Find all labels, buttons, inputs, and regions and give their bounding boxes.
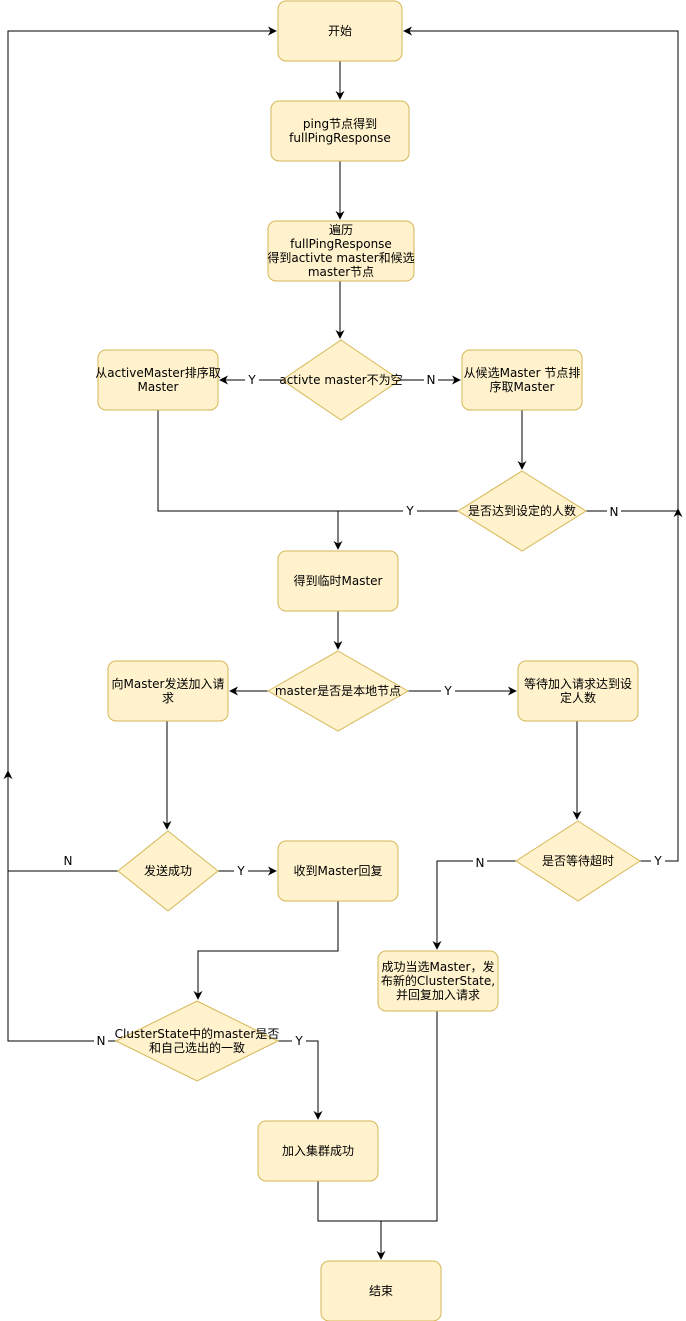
- edge-label-local-yes-bg: [441, 683, 455, 699]
- edge-label-send-ok-yes: Y: [236, 864, 245, 878]
- node-cond-send-ok-label-0: 发送成功: [144, 863, 192, 878]
- edge-label-consistent-no-bg: [94, 1033, 108, 1049]
- node-active-sort-shape: [97, 349, 219, 411]
- node-start: 开始: [277, 0, 403, 62]
- node-cond-active-shape: [281, 339, 401, 421]
- node-candidate-sort-label-0: 从候选Master 节点排: [464, 366, 581, 380]
- node-cond-timeout: 是否等待超时: [515, 820, 641, 902]
- edge-label-consistent-no: N: [97, 1034, 106, 1048]
- edge-label-count-yes-bg: [403, 503, 417, 519]
- node-traverse-label-2: 得到activte master和候选: [267, 250, 414, 265]
- edge-label-active-no: N: [427, 373, 436, 387]
- node-start-shape: [277, 0, 403, 62]
- node-cond-count-shape: [457, 470, 587, 552]
- node-elected-label-0: 成功当选Master，发: [382, 959, 495, 974]
- edge-count-no-loop: [403, 26, 679, 512]
- node-cond-active: activte master不为空: [279, 339, 403, 421]
- node-cond-active-label-0: activte master不为空: [279, 373, 402, 387]
- node-join-ok-shape: [257, 1120, 379, 1182]
- node-cond-local: master是否是本地节点: [266, 650, 410, 732]
- edge-label-send-ok-no-bg: [61, 853, 75, 869]
- node-join-ok-label-0: 加入集群成功: [282, 1143, 354, 1158]
- edge-label-timeout-yes: Y: [653, 854, 662, 868]
- node-ping-label-1: fullPingResponse: [289, 131, 391, 145]
- node-end-shape: [320, 1260, 442, 1321]
- edge-label-consistent-yes: Y: [294, 1034, 303, 1048]
- edge-label-local-yes: Y: [443, 684, 452, 698]
- node-wait-join-label-0: 等待加入请求达到设: [524, 677, 632, 691]
- edge-label-active-yes-bg: [245, 372, 259, 388]
- edge-label-timeout-yes-bg: [651, 853, 665, 869]
- edge-recv-cond-consistent: [193, 901, 339, 1000]
- node-cond-consistent-label-1: 和自己选出的一致: [149, 1040, 245, 1055]
- node-active-sort-label-1: Master: [138, 380, 179, 394]
- node-cond-send-ok-shape: [117, 830, 219, 912]
- node-temp-master: 得到临时Master: [277, 550, 399, 612]
- node-cond-count: 是否达到设定的人数: [457, 470, 587, 552]
- edge-elected-merge: [381, 1011, 438, 1222]
- edge-active-sort-merge: [157, 410, 458, 512]
- node-wait-join-label-1: 定人数: [560, 690, 596, 705]
- node-candidate-sort-shape: [461, 349, 583, 411]
- node-temp-master-label-0: 得到临时Master: [294, 573, 383, 588]
- node-elected-label-2: 并回复加入请求: [396, 988, 480, 1002]
- node-cond-consistent-label-0: ClusterState中的master是否: [115, 1026, 280, 1041]
- node-wait-join-shape: [517, 660, 639, 722]
- edge-label-send-ok-no: N: [64, 854, 73, 868]
- node-send-join-label-0: 向Master发送加入请: [112, 676, 225, 691]
- edge-label-count-no-bg: [607, 504, 621, 520]
- node-ping-shape: [270, 100, 410, 162]
- edge-label-count-no: N: [610, 505, 619, 519]
- edge-label-timeout-no-bg: [473, 855, 487, 871]
- edge-timeout-no: [432, 860, 516, 950]
- node-recv-reply: 收到Master回复: [277, 840, 399, 902]
- edge-label-send-ok-yes-bg: [234, 863, 248, 879]
- node-traverse-shape: [267, 220, 415, 282]
- node-active-sort-label-0: 从activeMaster排序取: [95, 365, 220, 380]
- node-cond-timeout-label-0: 是否等待超时: [542, 853, 614, 868]
- node-cond-consistent-shape: [114, 1000, 280, 1082]
- edge-label-consistent-yes-bg: [292, 1033, 306, 1049]
- node-send-join-label-1: 求: [162, 691, 174, 705]
- node-cond-local-shape: [266, 650, 410, 732]
- node-traverse-label-1: fullPingResponse: [290, 237, 392, 251]
- node-end-label-0: 结束: [369, 1284, 393, 1298]
- node-temp-master-shape: [277, 550, 399, 612]
- node-send-join-shape: [107, 660, 229, 722]
- node-traverse-label-3: master节点: [308, 265, 374, 279]
- node-cond-count-label-0: 是否达到设定的人数: [468, 503, 576, 518]
- node-traverse-label-0: 遍历: [329, 223, 353, 237]
- node-candidate-sort-label-1: 序取Master: [490, 379, 555, 394]
- edge-label-active-yes: Y: [247, 373, 256, 387]
- edge-label-active-no-bg: [424, 372, 438, 388]
- node-cond-local-label-0: master是否是本地节点: [275, 684, 401, 698]
- node-elected-shape: [377, 950, 499, 1012]
- node-elected-label-1: 布新的ClusterState,: [381, 973, 495, 988]
- node-ping-label-0: ping节点得到: [303, 116, 377, 131]
- edge-consistent-yes: [278, 1040, 323, 1120]
- edge-left-loop-start: [7, 26, 277, 871]
- edge-timeout-yes-loop: [640, 508, 683, 862]
- node-recv-reply-label-0: 收到Master回复: [294, 864, 383, 878]
- edge-label-count-yes: Y: [405, 504, 414, 518]
- node-end: 结束: [320, 1260, 442, 1321]
- node-cond-timeout-shape: [515, 820, 641, 902]
- edge-joinok-merge: [317, 1181, 381, 1222]
- node-start-label-0: 开始: [328, 24, 352, 38]
- node-join-ok: 加入集群成功: [257, 1120, 379, 1182]
- edge-label-timeout-no: N: [476, 856, 485, 870]
- node-recv-reply-shape: [277, 840, 399, 902]
- node-cond-send-ok: 发送成功: [117, 830, 219, 912]
- edge-consistent-no-loop: [7, 871, 116, 1042]
